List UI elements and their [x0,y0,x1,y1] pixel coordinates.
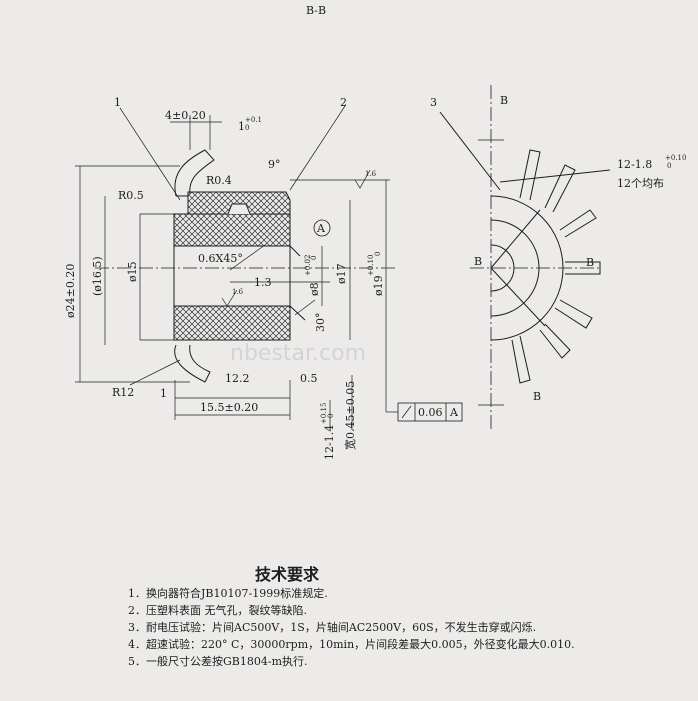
fcf-tolerance: 0.06 [418,406,443,419]
dim-4: 4±0.20 [165,109,206,122]
rough-1: 1.6 [365,170,377,178]
fcf-datum: A [449,406,459,419]
dimension-lines [75,105,398,430]
dim-12-1-8-tol-upper: +0.10 [665,154,686,162]
dim-1b: 1 [160,387,167,400]
hub-arc-outer [490,195,564,341]
requirement-item: 1．换向器符合JB10107-1999标准规定. [128,586,328,600]
balloon-3: 3 [430,96,437,109]
datum-circle [313,219,331,237]
dim-12-1-4: 12-1.4 [323,425,336,460]
dim-1-3: 1.3 [254,276,272,289]
dim-15: ø15 [126,261,139,282]
watermark: nbestar.com [230,341,366,366]
riser-hook-lower [174,344,211,383]
dim-1: 1 [238,120,245,133]
requirements-title: 技术要求 [255,565,320,584]
hub-arc-inner [490,244,515,292]
dim-30deg: 30° [314,313,327,333]
dim-8: ø8 [308,282,321,296]
dim-16-5: (ø16.5) [91,256,104,296]
dim-12-1-8-tol-lower: 0 [667,162,671,170]
dim-17: ø17 [335,263,348,284]
section-view [95,149,395,383]
dim-0-5: 0.5 [300,372,318,385]
dim-12-2: 12.2 [225,372,250,385]
section-marker-top: B [500,94,508,107]
riser-hook-upper [174,149,215,197]
dim-chamfer: 0.6X45° [198,252,243,265]
dim-12-1-4-tol-lower: 0 [327,414,335,418]
end-view [439,85,611,430]
balloon-2: 2 [340,96,347,109]
dim-19-tol-upper: +0.10 [367,255,375,276]
dim-19: ø19 [372,275,385,296]
balloon-1: 1 [114,96,121,109]
dim-width: 宽0.45±0.05 [343,381,357,450]
dim-19-tol-lower: 0 [374,252,382,256]
section-marker-bottom: B [533,390,541,403]
hatch-upper [173,213,291,247]
dim-12-1-8: 12-1.8 [617,158,652,171]
dim-15-5: 15.5±0.20 [200,401,258,414]
datum-label: A [316,222,326,235]
feature-control-frame: 0.06 A [397,402,463,422]
dim-r05: R0.5 [118,189,144,202]
requirement-item: 5．一般尺寸公差按GB1804-m执行. [128,654,308,668]
dim-r04: R0.4 [206,174,232,187]
radial-segments [511,149,601,384]
dim-9deg: 9° [268,158,281,171]
requirement-item: 2．压塑料表面 无气孔，裂纹等缺陷. [128,603,307,617]
section-marker-mid: B [474,255,482,268]
dim-r12: R12 [112,386,134,399]
dim-12-1-4-tol-upper: +0.15 [320,403,328,424]
dim-24: ø24±0.20 [64,264,77,318]
dim-1-tol-upper: +0.1 [245,116,262,124]
requirement-item: 4．超速试验：220° C，30000rpm，10min，片间段差最大0.005… [128,637,575,651]
dim-8-tol-lower: 0 [310,256,318,260]
dim-8-tol-upper: +0.02 [304,255,312,276]
requirement-item: 3．耐电压试验：片间AC500V，1S，片轴间AC2500V，60S，不发生击穿… [128,620,536,634]
technical-requirements: 技术要求 1．换向器符合JB10107-1999标准规定. 2．压塑料表面 无气… [128,565,575,668]
section-marker-right: B [586,256,594,269]
dim-1-tol-lower: 0 [245,124,249,132]
hatch-lower [173,305,291,341]
rough-2: 1.6 [232,288,244,296]
section-title: B-B [306,4,326,17]
dim-uniform: 12个均布 [617,177,664,190]
